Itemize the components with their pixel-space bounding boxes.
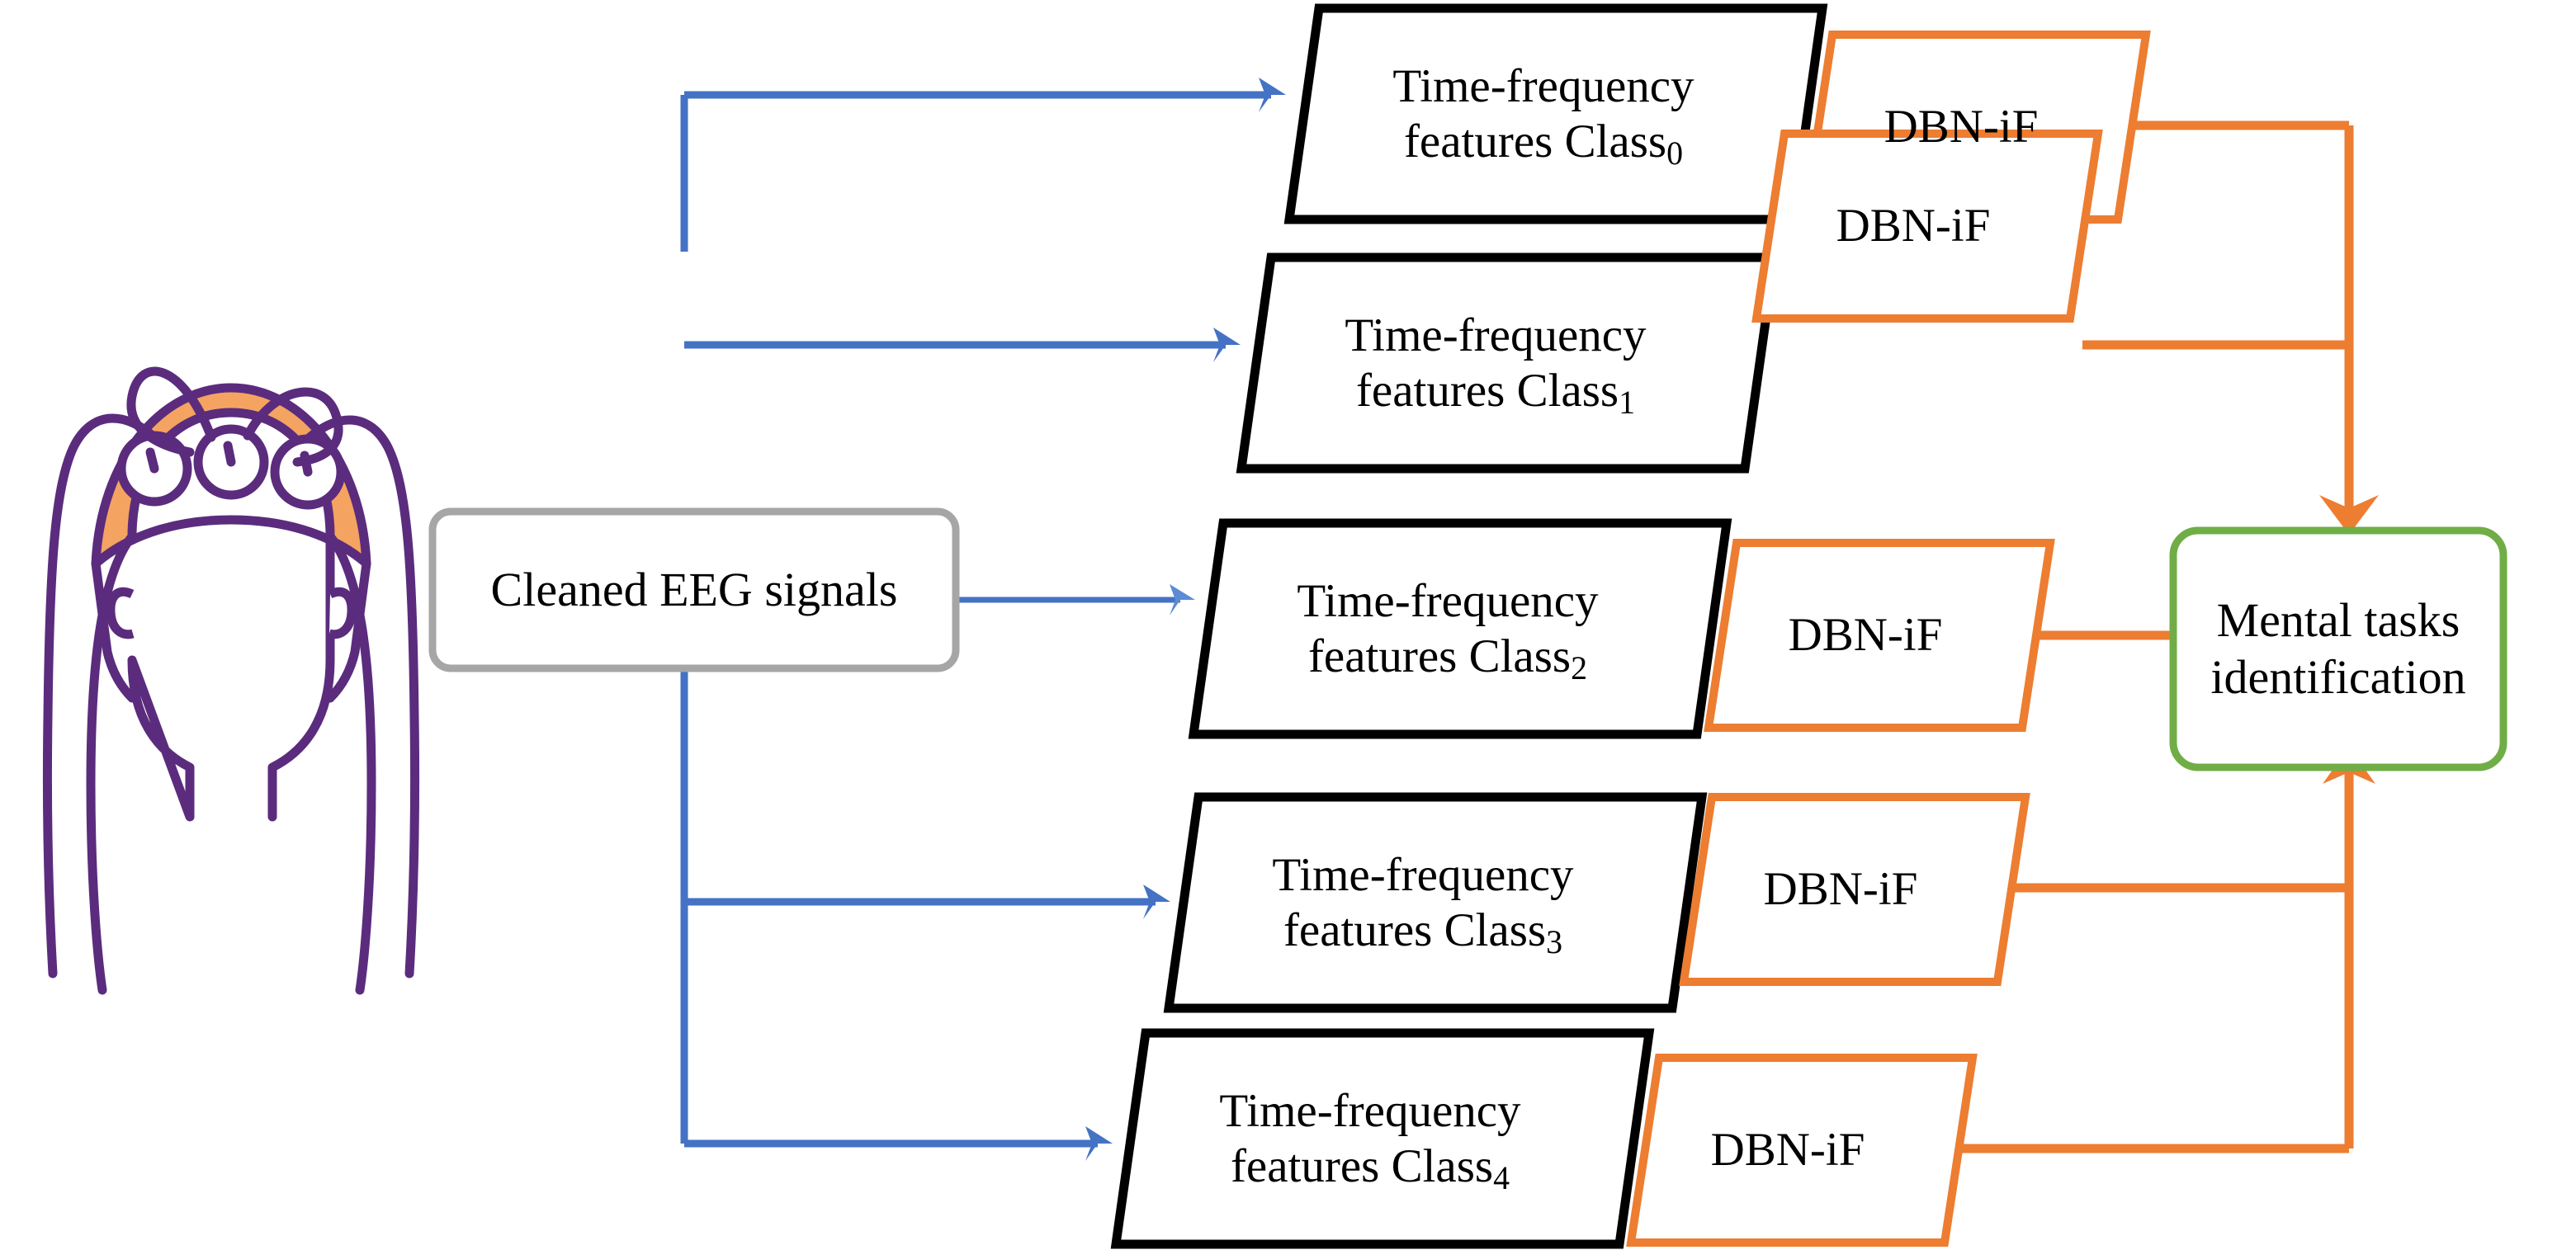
feature-parallelogram-4	[1110, 1028, 1655, 1249]
feature-parallelogram-1	[1236, 252, 1780, 474]
model-parallelogram-3	[1679, 793, 2030, 986]
model-arrow-group	[1957, 120, 2354, 1153]
eeg-cap-illustration	[42, 366, 420, 995]
feature-parallelogram-0	[1283, 3, 1828, 224]
signal-arrowheads	[1085, 78, 1286, 1161]
output-box[interactable]	[2169, 526, 2507, 771]
signal-arrow-group	[680, 91, 1271, 1148]
model-parallelogram-4	[1626, 1054, 1978, 1247]
model-parallelogram-1	[1751, 130, 2103, 323]
model-parallelogram-2	[1704, 539, 2055, 732]
feature-parallelogram-2	[1188, 518, 1732, 739]
source-box[interactable]	[428, 507, 960, 672]
model-parallelogram-group	[1626, 31, 2151, 1247]
feature-parallelogram-group	[1110, 3, 1828, 1249]
feature-parallelogram-3	[1163, 792, 1708, 1013]
